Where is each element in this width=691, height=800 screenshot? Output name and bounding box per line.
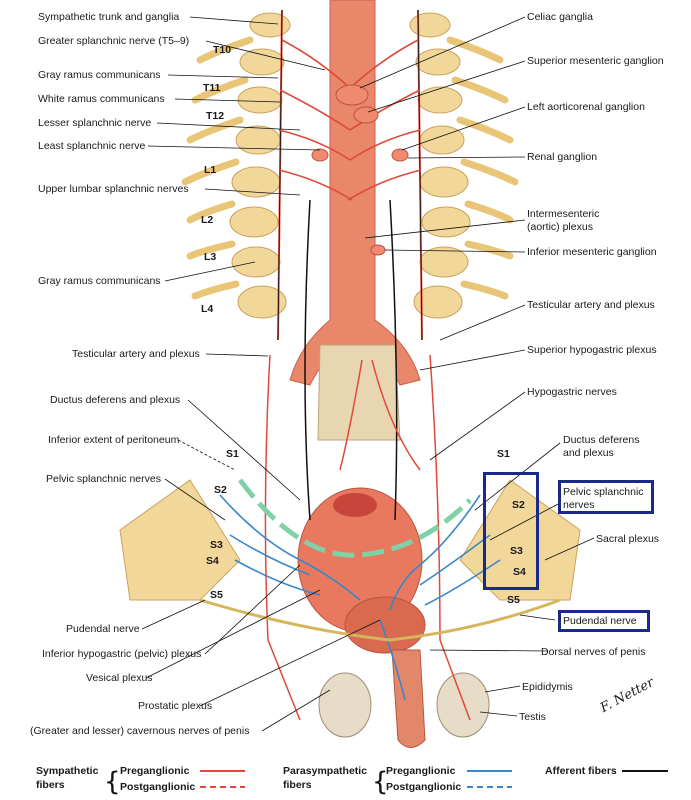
segment-s1-left: S1	[226, 448, 239, 460]
legend-lines	[200, 770, 668, 788]
segment-s3-left: S3	[210, 539, 223, 551]
label-inferior-hypogastric: Inferior hypogastric (pelvic) plexus	[42, 648, 202, 660]
ribs-right	[446, 36, 519, 300]
legend-para-preganglionic: Preganglionic	[386, 765, 456, 777]
legend-sym-preganglionic: Preganglionic	[120, 765, 190, 777]
label-cavernous-nerves: (Greater and lesser) cavernous nerves of…	[30, 725, 250, 737]
label-white-ramus: White ramus communicans	[38, 93, 165, 105]
label-superior-mesenteric-ganglion: Superior mesenteric ganglion	[527, 55, 664, 67]
legend-afferent: Afferent fibers	[545, 765, 617, 777]
label-least-splanchnic: Least splanchnic nerve	[38, 140, 146, 152]
leader-lines	[141, 16, 595, 732]
segment-s1-right: S1	[497, 448, 510, 460]
aorta	[289, 0, 421, 386]
legend-parasympathetic-fibers: fibers	[283, 779, 312, 791]
label-intermesenteric: Intermesenteric	[527, 208, 600, 220]
label-superior-hypogastric: Superior hypogastric plexus	[527, 344, 657, 356]
label-prostatic-plexus: Prostatic plexus	[138, 700, 213, 712]
label-ductus-deferens-right: Ductus deferens	[563, 434, 640, 446]
label-aortic-plexus: (aortic) plexus	[527, 221, 593, 233]
label-peritoneum: Inferior extent of peritoneum	[48, 434, 180, 446]
sympathetic-trunks	[277, 9, 423, 341]
label-pelvic-splanchnic-right: Pelvic splanchnic	[563, 486, 644, 498]
label-upper-lumbar-splanchnic: Upper lumbar splanchnic nerves	[38, 183, 189, 195]
legend-sympathetic-fibers: fibers	[36, 779, 65, 791]
label-greater-splanchnic: Greater splanchnic nerve (T5–9)	[38, 35, 190, 47]
peritoneum-line	[238, 478, 472, 558]
sacrum-body	[317, 344, 401, 441]
prostate	[344, 596, 426, 654]
segment-s5-left: S5	[210, 589, 223, 601]
label-celiac-ganglia: Celiac ganglia	[527, 11, 593, 23]
label-gray-ramus-2: Gray ramus communicans	[38, 275, 161, 287]
label-pelvic-splanchnic-right-2: nerves	[563, 499, 595, 511]
legend-sym-postganglionic: Postganglionic	[120, 781, 196, 793]
highlight-box-pudendal	[558, 610, 650, 632]
label-pudendal-right: Pudendal nerve	[563, 615, 637, 627]
label-dorsal-nerves-penis: Dorsal nerves of penis	[541, 646, 646, 658]
segment-t11: T11	[203, 82, 221, 94]
label-left-aorticorenal: Left aorticorenal ganglion	[527, 101, 645, 113]
parasympathetic-fibers	[219, 494, 501, 701]
svg-text:{: {	[104, 767, 121, 797]
label-pelvic-splanchnic-left: Pelvic splanchnic nerves	[46, 473, 161, 485]
splanchnic-nerves	[278, 39, 422, 201]
svg-text:{: {	[372, 767, 389, 797]
segment-l3: L3	[204, 251, 217, 263]
label-testicular-artery-right: Testicular artery and plexus	[527, 299, 655, 311]
label-ductus-deferens-left: Ductus deferens and plexus	[50, 394, 181, 406]
label-testis: Testis	[519, 711, 546, 723]
sacral-wing-right	[459, 479, 581, 601]
segment-s2-right: S2	[512, 499, 525, 511]
segment-t12: T12	[206, 110, 225, 122]
highlight-box-sacral	[483, 472, 539, 590]
pudendal-nerve	[199, 598, 561, 642]
ribs-left	[181, 36, 254, 300]
label-pudendal-left: Pudendal nerve	[66, 623, 140, 635]
label-renal-ganglion: Renal ganglion	[527, 151, 598, 163]
segment-l1: L1	[204, 164, 217, 176]
label-testicular-artery-left: Testicular artery and plexus	[72, 348, 200, 360]
label-inferior-mesenteric-ganglion: Inferior mesenteric ganglion	[527, 246, 657, 258]
segment-t10: T10	[213, 44, 232, 56]
legend-sympathetic: Sympathetic	[36, 765, 99, 777]
legend-parasympathetic: Parasympathetic	[283, 765, 368, 777]
legend-braces: { {	[104, 767, 389, 797]
segment-s5-right: S5	[507, 594, 520, 606]
vertebrae-left	[229, 12, 291, 319]
testis-right	[436, 672, 490, 738]
label-gray-ramus-1: Gray ramus communicans	[38, 69, 161, 81]
label-lesser-splanchnic: Lesser splanchnic nerve	[38, 117, 152, 129]
bladder-opening	[333, 493, 377, 517]
label-sympathetic-trunk: Sympathetic trunk and ganglia	[38, 11, 180, 23]
segment-s4-left: S4	[206, 555, 219, 567]
label-hypogastric-nerves: Hypogastric nerves	[527, 386, 617, 398]
legend-para-postganglionic: Postganglionic	[386, 781, 462, 793]
segment-l4: L4	[201, 303, 214, 315]
segment-s3-right: S3	[510, 545, 523, 557]
testis-left	[318, 672, 372, 738]
segment-l2: L2	[201, 214, 214, 226]
segment-s4-right: S4	[513, 566, 526, 578]
label-vesical-plexus: Vesical plexus	[86, 672, 153, 684]
label-sacral-plexus: Sacral plexus	[596, 533, 660, 545]
label-ductus-deferens-right-2: and plexus	[563, 447, 614, 459]
segment-s2-left: S2	[214, 484, 227, 496]
highlight-box-pelvic-splanchnic	[558, 480, 654, 514]
penis	[391, 649, 426, 748]
label-epididymis: Epididymis	[522, 681, 573, 693]
